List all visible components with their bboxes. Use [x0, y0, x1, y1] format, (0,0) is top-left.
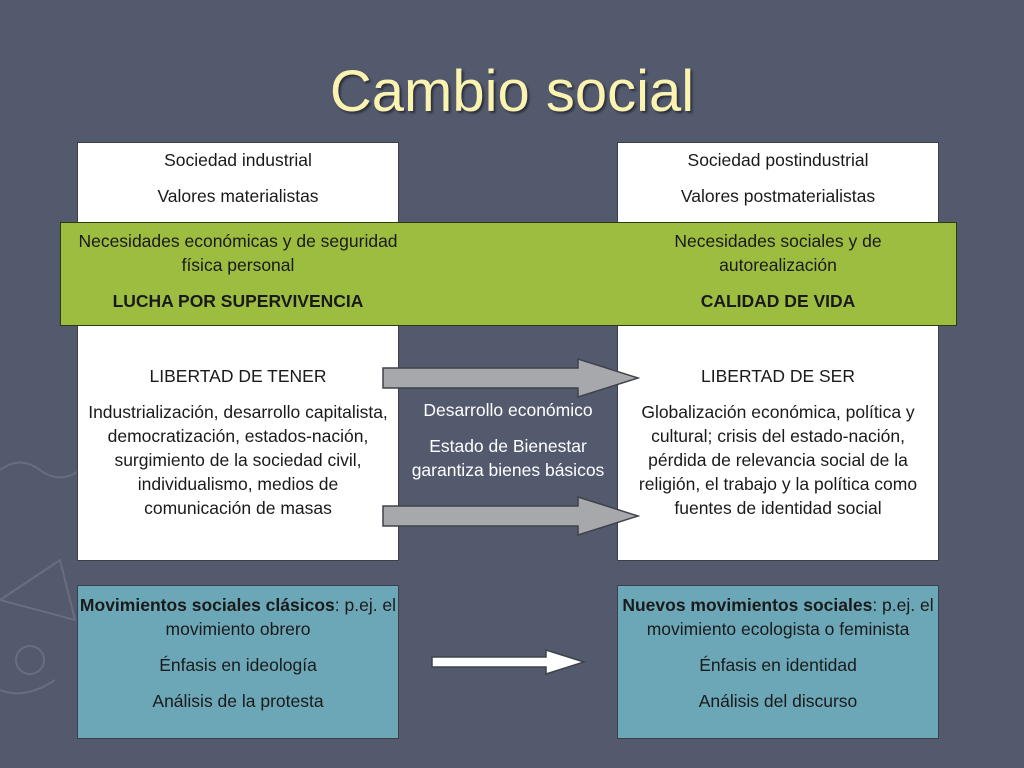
bottom-arrow	[431, 648, 587, 676]
right-movements-example: : p.ej. el movimiento ecologista o femin…	[646, 595, 934, 639]
left-freedom-label: LIBERTAD DE TENER	[149, 366, 327, 386]
left-movements-text: Movimientos sociales clásicos: p.ej. el …	[78, 593, 398, 641]
left-emphasis: Énfasis en ideología	[159, 655, 317, 675]
right-description: Globalización económica, política y cult…	[638, 402, 918, 518]
page-title: Cambio social	[329, 59, 695, 124]
left-values-label: Valores materialistas	[157, 186, 319, 206]
top-arrow	[382, 357, 641, 399]
right-society-label: Sociedad postindustrial	[687, 150, 869, 170]
right-needs-block: Necesidades sociales y de autorealizació…	[617, 229, 939, 325]
right-freedom-label: LIBERTAD DE SER	[701, 366, 855, 386]
left-movements-box: Movimientos sociales clásicos: p.ej. el …	[77, 585, 399, 739]
left-needs-text: Necesidades económicas y de seguridad fí…	[78, 231, 398, 275]
right-movements-title: Nuevos movimientos sociales	[622, 595, 873, 615]
middle-economic-development: Desarrollo económico	[423, 400, 593, 420]
middle-welfare-state: Estado de Bienestar garantiza bienes bás…	[411, 436, 605, 480]
right-analysis: Análisis del discurso	[698, 691, 858, 711]
left-description: Industrialización, desarrollo capitalist…	[88, 402, 388, 518]
right-movements-box: Nuevos movimientos sociales: p.ej. el mo…	[617, 585, 939, 739]
left-freedom-block: LIBERTAD DE TENER Industrialización, des…	[85, 364, 391, 532]
right-values-label: Valores postmaterialistas	[680, 186, 876, 206]
left-movements-example: : p.ej. el movimiento obrero	[165, 595, 397, 639]
left-society-label: Sociedad industrial	[164, 150, 312, 170]
right-column-box	[617, 142, 939, 561]
right-header-block: Sociedad postindustrial Valores postmate…	[617, 148, 939, 220]
middle-arrow	[382, 495, 641, 537]
left-column-box	[77, 142, 399, 561]
left-needs-label: LUCHA POR SUPERVIVENCIA	[112, 291, 364, 311]
right-emphasis: Énfasis en identidad	[699, 655, 857, 675]
right-needs-text: Necesidades sociales y de autorealizació…	[674, 231, 882, 275]
middle-block: Desarrollo económico Estado de Bienestar…	[399, 398, 617, 494]
right-freedom-block: LIBERTAD DE SER Globalización económica,…	[625, 364, 931, 532]
right-movements-text: Nuevos movimientos sociales: p.ej. el mo…	[618, 593, 938, 641]
left-analysis: Análisis de la protesta	[152, 691, 324, 711]
right-needs-label: CALIDAD DE VIDA	[700, 291, 856, 311]
left-movements-title: Movimientos sociales clásicos	[79, 595, 335, 615]
needs-band	[60, 222, 957, 326]
left-needs-block: Necesidades económicas y de seguridad fí…	[77, 229, 399, 325]
left-header-block: Sociedad industrial Valores materialista…	[77, 148, 399, 220]
